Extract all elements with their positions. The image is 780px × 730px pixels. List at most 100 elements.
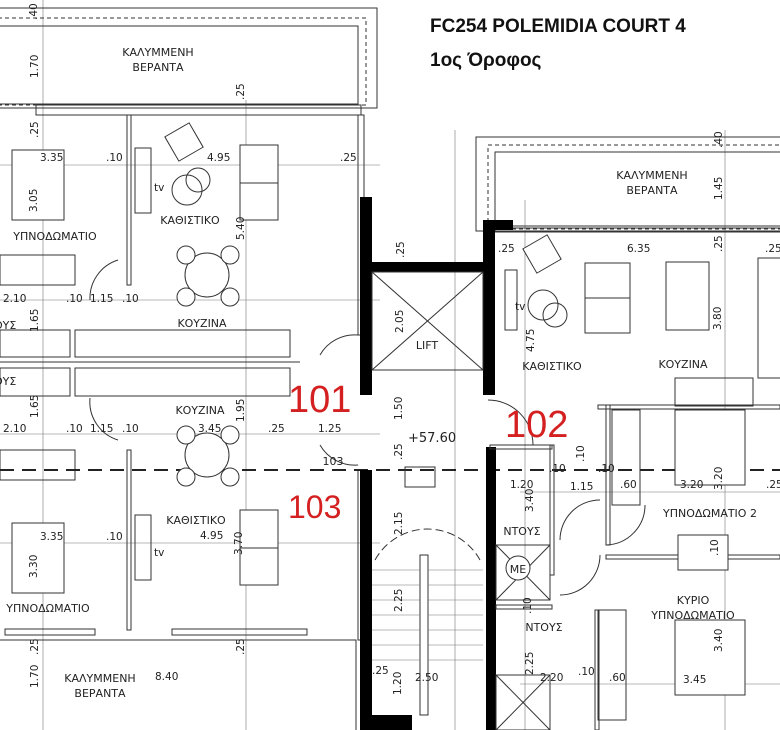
dimension: .10 xyxy=(549,463,566,475)
dimension: .60 xyxy=(620,479,637,491)
room-labels: ΚΑΛΥΜΜΕΝΗ ΒΕΡΑΝΤΑ ΚΑΘΙΣΤΙΚΟ ΥΠΝΟΔΩΜΑΤΙΟ … xyxy=(0,46,757,700)
dimension: 5.40 xyxy=(235,217,247,240)
me-circle xyxy=(505,555,531,581)
dimension: .25 xyxy=(29,638,41,655)
dimension: .25 xyxy=(235,83,247,100)
dimension: 1.70 xyxy=(29,55,41,78)
tv-label: tv xyxy=(154,547,164,559)
door-label: 103 xyxy=(323,455,344,468)
tv-unit xyxy=(134,514,152,581)
bed xyxy=(11,149,65,221)
dimension: 1.20 xyxy=(392,672,404,695)
dimension: 3.05 xyxy=(28,189,40,212)
dimension: 3.30 xyxy=(28,555,40,578)
dimension: .10 xyxy=(66,423,83,435)
dimension: 8.40 xyxy=(155,671,178,683)
room-label: ΚΑΘΙΣΤΙΚΟ xyxy=(160,214,220,227)
unit-number-102: 102 xyxy=(505,404,568,446)
wardrobe xyxy=(611,409,641,506)
dimension: .25 xyxy=(340,152,357,164)
dimension: 1.20 xyxy=(510,479,533,491)
room-label: ΚΟΥΖΙΝΑ xyxy=(175,404,225,417)
veranda-bottom-left xyxy=(0,628,357,730)
dimension-labels: .40 1.70 .25 .25 3.35 .10 4.95 .25 3.05 … xyxy=(3,3,780,695)
level-label: +57.60 xyxy=(408,431,456,446)
bed xyxy=(674,409,746,486)
dimension: 1.15 xyxy=(570,481,593,493)
stairs xyxy=(372,554,483,716)
bed xyxy=(674,619,746,696)
dimension: 3.45 xyxy=(198,423,221,435)
room-label: ΒΕΡΑΝΤΑ xyxy=(132,61,184,74)
armchair xyxy=(164,122,204,162)
room-label: ΟΥΣ xyxy=(0,319,16,332)
dimension: 3.70 xyxy=(233,532,245,555)
room-label: ΟΥΣ xyxy=(0,375,16,388)
dimension: 2.25 xyxy=(393,589,405,612)
dimension: 1.65 xyxy=(29,395,41,418)
dimension: 1.95 xyxy=(235,399,247,422)
dimension: .25 xyxy=(395,241,407,258)
dimension: 1.15 xyxy=(90,423,113,435)
dimension: 4.95 xyxy=(200,530,223,542)
dimension: .40 xyxy=(28,3,40,20)
level-marker-box xyxy=(404,466,436,488)
floor-label: 1ος Όροφος xyxy=(430,50,542,71)
armchair xyxy=(522,234,562,274)
lift-shaft xyxy=(371,271,484,371)
room-label: ΚΑΘΙΣΤΙΚΟ xyxy=(522,360,582,373)
dimension: .25 xyxy=(372,665,389,677)
dimension: 1.50 xyxy=(393,397,405,420)
room-label: ΥΠΝΟΔΩΜΑΤΙΟ xyxy=(5,602,90,615)
dimension: 4.95 xyxy=(207,152,230,164)
dimension: .40 xyxy=(713,131,725,148)
dimension: .25 xyxy=(29,121,41,138)
dimension: 1.70 xyxy=(29,665,41,688)
dimension: .25 xyxy=(766,479,780,491)
dimension: 1.45 xyxy=(713,177,725,200)
dimension: 1.25 xyxy=(318,423,341,435)
coffee-table xyxy=(171,174,203,206)
dimension: .25 xyxy=(765,243,780,255)
furniture xyxy=(11,122,780,696)
dimension: 3.20 xyxy=(680,479,703,491)
dimension: 3.40 xyxy=(713,629,725,652)
dimension: .10 xyxy=(709,539,721,556)
dimension: 3.45 xyxy=(683,674,706,686)
core xyxy=(360,197,513,730)
room-label: ΒΕΡΑΝΤΑ xyxy=(626,184,678,197)
dimension: 3.35 xyxy=(40,152,63,164)
dimension: 3.40 xyxy=(524,489,536,512)
dimension: 2.50 xyxy=(415,672,438,684)
dimension: 2.10 xyxy=(3,293,26,305)
room-label: ΚΑΛΥΜΜΕΝΗ xyxy=(64,672,135,685)
project-title: FC254 POLEMIDIA COURT 4 xyxy=(430,16,686,37)
wardrobe xyxy=(597,609,627,721)
dimension: 2.15 xyxy=(393,512,405,535)
dimension: 2.05 xyxy=(394,310,406,333)
dimension: .10 xyxy=(522,597,534,614)
room-label: ΥΠΝΟΔΩΜΑΤΙΟ xyxy=(12,230,97,243)
room-label: ΚΥΡΙΟ xyxy=(677,594,710,607)
tv-unit xyxy=(504,269,518,331)
room-label: ΚΑΛΥΜΜΕΝΗ xyxy=(122,46,193,59)
dimension: 1.65 xyxy=(29,309,41,332)
dimension: .25 xyxy=(393,443,405,460)
dimension: .25 xyxy=(713,235,725,252)
unit-number-103: 103 xyxy=(288,489,341,525)
dimension: .25 xyxy=(498,243,515,255)
dimension: 2.25 xyxy=(524,652,536,675)
unit-number-101: 101 xyxy=(288,379,351,421)
room-label: ΚΑΛΥΜΜΕΝΗ xyxy=(616,169,687,182)
dimension: .10 xyxy=(106,152,123,164)
room-label: ΚΟΥΖΙΝΑ xyxy=(177,317,227,330)
tv-unit xyxy=(134,147,152,214)
tv-label: tv xyxy=(154,182,164,194)
dimension: .10 xyxy=(578,666,595,678)
dimension: 3.80 xyxy=(712,307,724,330)
veranda-top-left xyxy=(0,7,378,116)
room-label: ΥΠΝΟΔΩΜΑΤΙΟ 2 xyxy=(662,507,757,520)
room-label: LIFT xyxy=(416,339,439,352)
dimension: 2.20 xyxy=(540,672,563,684)
